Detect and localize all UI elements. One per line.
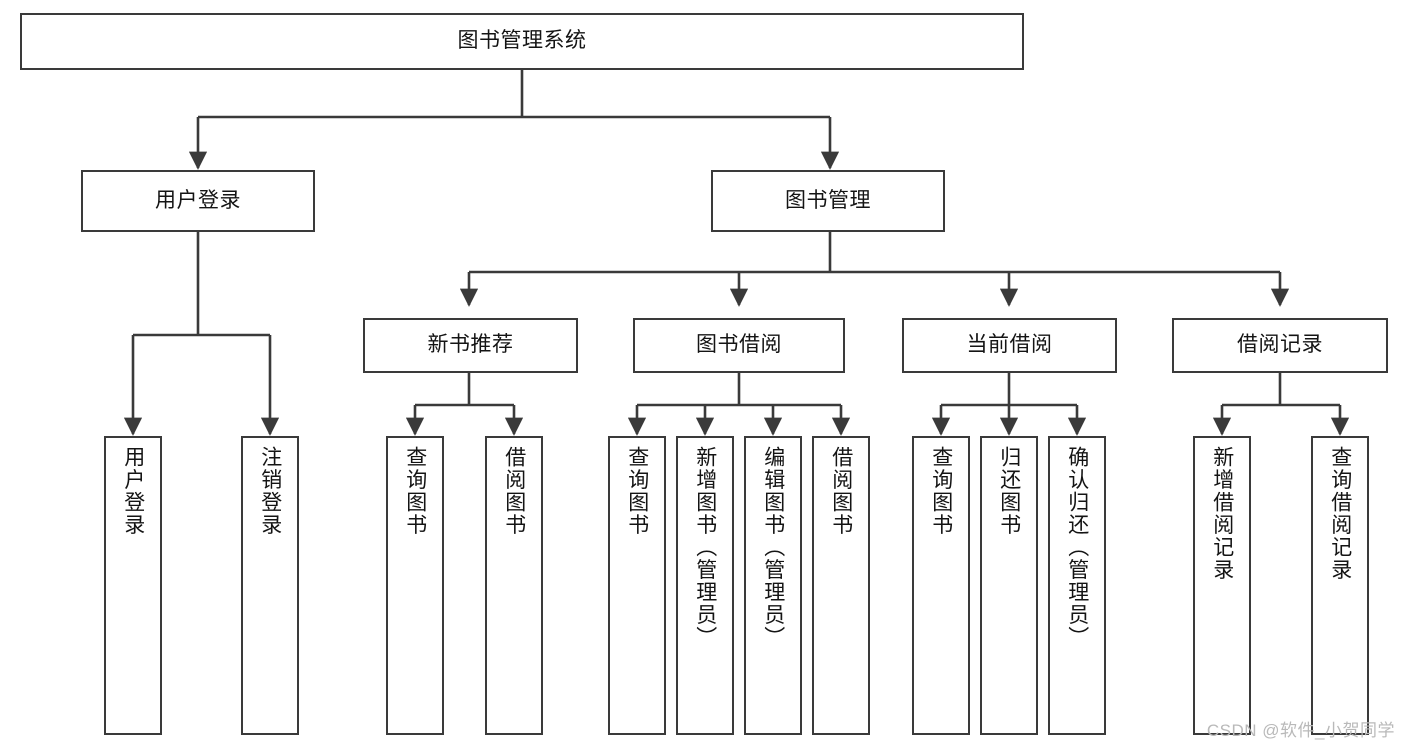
leaf-new-book-borrow-book[interactable]: 借阅图书 [485,436,543,735]
leaf-label: 查询图书 [403,446,427,536]
node-borrow-record-label: 借阅记录 [1237,333,1323,357]
node-current-borrow-label: 当前借阅 [966,333,1053,357]
node-root-label: 图书管理系统 [457,29,587,53]
node-book-management-label: 图书管理 [785,188,871,212]
csdn-watermark: CSDN @软件_小贺同学 [1206,721,1395,740]
node-book-borrow[interactable]: 图书借阅 [633,318,845,373]
node-book-management[interactable]: 图书管理 [711,170,945,232]
node-new-book-recommend[interactable]: 新书推荐 [363,318,578,373]
leaf-label: 借阅图书 [829,446,853,536]
leaf-current-borrow-confirm-return-admin[interactable]: 确认归还（管理员） [1048,436,1106,735]
node-root-book-management-system[interactable]: 图书管理系统 [20,13,1024,70]
node-current-borrow[interactable]: 当前借阅 [902,318,1117,373]
leaf-current-borrow-return-book[interactable]: 归还图书 [980,436,1038,735]
node-user-login-label: 用户登录 [155,188,241,212]
leaf-borrow-record-add-record[interactable]: 新增借阅记录 [1193,436,1251,735]
leaf-current-borrow-query-book[interactable]: 查询图书 [912,436,970,735]
leaf-user-login-login[interactable]: 用户登录 [104,436,162,735]
leaf-label: 编辑图书（管理员） [761,446,785,649]
leaf-user-login-logout[interactable]: 注销登录 [241,436,299,735]
leaf-borrow-record-query-record[interactable]: 查询借阅记录 [1311,436,1369,735]
leaf-label: 注销登录 [258,446,282,536]
leaf-label: 查询图书 [929,446,953,536]
node-new-book-recommend-label: 新书推荐 [427,333,514,357]
leaf-label: 查询图书 [625,446,649,536]
leaf-book-borrow-borrow-book[interactable]: 借阅图书 [812,436,870,735]
leaf-new-book-query-book[interactable]: 查询图书 [386,436,444,735]
leaf-label: 确认归还（管理员） [1065,446,1089,649]
leaf-book-borrow-query-book[interactable]: 查询图书 [608,436,666,735]
leaf-label: 新增借阅记录 [1210,446,1234,581]
node-user-login[interactable]: 用户登录 [81,170,315,232]
leaf-book-borrow-add-book-admin[interactable]: 新增图书（管理员） [676,436,734,735]
leaf-label: 新增图书（管理员） [693,446,717,649]
leaf-label: 借阅图书 [502,446,526,536]
leaf-label: 用户登录 [121,446,145,536]
node-borrow-record[interactable]: 借阅记录 [1172,318,1388,373]
leaf-label: 查询借阅记录 [1328,446,1352,581]
node-book-borrow-label: 图书借阅 [696,333,782,357]
leaf-book-borrow-edit-book-admin[interactable]: 编辑图书（管理员） [744,436,802,735]
leaf-label: 归还图书 [997,446,1021,536]
